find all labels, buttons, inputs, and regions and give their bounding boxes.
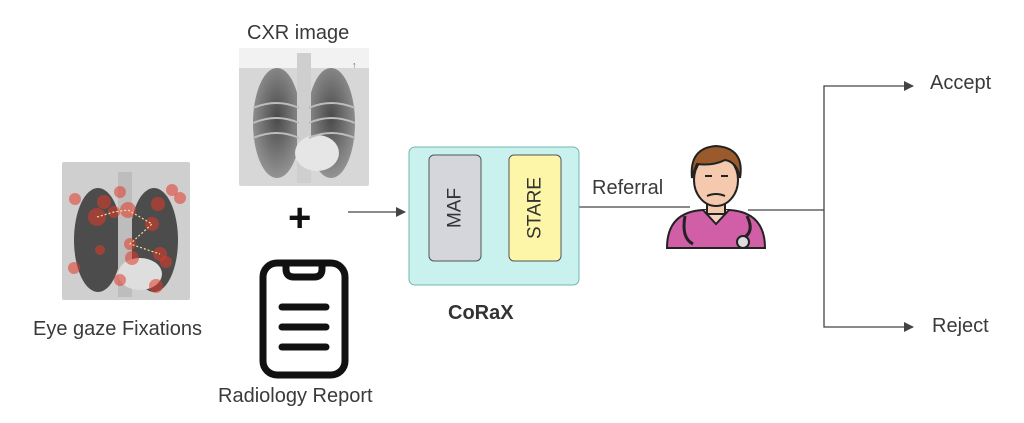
cxr-image-label: CXR image (247, 22, 350, 44)
branch-accept-arrow (823, 81, 914, 210)
plus-sign: + (288, 196, 312, 240)
maf-module (428, 154, 482, 262)
corax-box: MAF STARE (408, 146, 580, 286)
reject-label: Reject (932, 315, 989, 337)
eye-gaze-label: Eye gaze Fixations (33, 318, 202, 340)
branch-reject-arrow (823, 210, 914, 332)
accept-label: Accept (930, 72, 992, 94)
doctor-icon (665, 144, 767, 249)
stare-module (508, 154, 562, 262)
corax-label: CoRaX (448, 302, 514, 324)
clipboard-icon (259, 259, 349, 379)
eye-gaze-fixation-image (62, 162, 190, 300)
svg-text:↑: ↑ (352, 60, 357, 70)
cxr-image: ↑ (239, 48, 369, 186)
referral-label: Referral (592, 177, 664, 199)
radiology-report-label: Radiology Report (218, 385, 373, 407)
stare-label: STARE (525, 177, 546, 239)
maf-label: MAF (445, 188, 466, 228)
